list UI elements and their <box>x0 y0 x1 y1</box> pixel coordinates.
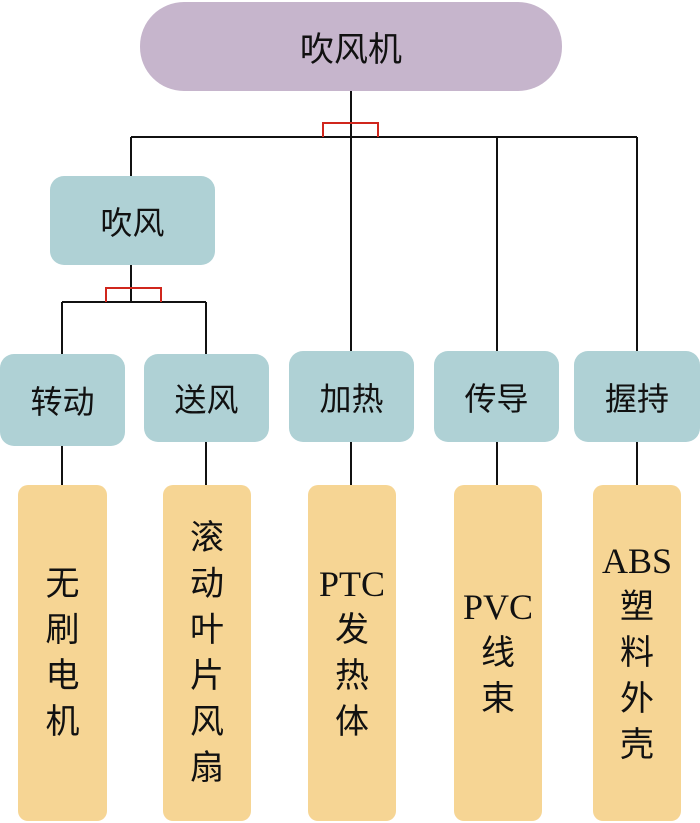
function-node-heat: 加热 <box>289 351 414 442</box>
component-char: 片 <box>190 656 224 696</box>
component-char: 叶 <box>190 610 224 650</box>
component-char: 无 <box>45 564 80 604</box>
component-char: 体 <box>335 702 369 742</box>
component-char: 束 <box>481 679 515 719</box>
component-node-fan: 滚 动 叶 片 风 扇 <box>163 485 251 821</box>
root-node: 吹风机 <box>140 2 562 91</box>
component-node-motor: 无 刷 电 机 <box>18 485 107 821</box>
and-marker-root <box>322 122 379 137</box>
component-char: 热 <box>335 656 369 696</box>
function-label-blow: 吹风 <box>100 203 165 242</box>
function-label-conduct: 传导 <box>464 379 529 418</box>
function-label-supply: 送风 <box>174 381 239 419</box>
component-char: 外 <box>620 679 654 719</box>
component-char: 滚 <box>190 518 224 558</box>
component-char: 机 <box>45 702 80 742</box>
component-char: 发 <box>335 610 369 650</box>
function-node-blow: 吹风 <box>50 176 215 265</box>
component-char: 扇 <box>190 748 224 788</box>
component-char: 风 <box>190 702 224 742</box>
component-char: PTC <box>318 564 386 604</box>
root-label: 吹风机 <box>300 30 402 70</box>
component-char: 壳 <box>620 725 654 765</box>
component-char: 线 <box>481 633 515 673</box>
function-label-rotate: 转动 <box>30 383 95 421</box>
function-node-rotate: 转动 <box>0 354 125 446</box>
component-node-harness: PVC 线 束 <box>454 485 542 821</box>
component-char: PVC <box>462 587 534 627</box>
component-node-shell: ABS 塑 料 外 壳 <box>593 485 681 821</box>
component-char: 电 <box>45 656 80 696</box>
and-marker-blow <box>105 287 162 302</box>
function-label-heat: 加热 <box>319 379 384 418</box>
component-char: 塑 <box>620 587 654 627</box>
component-char: ABS <box>601 541 673 581</box>
function-node-grip: 握持 <box>574 351 700 442</box>
function-node-conduct: 传导 <box>434 351 559 442</box>
function-node-supply: 送风 <box>144 354 269 442</box>
function-label-grip: 握持 <box>604 379 669 418</box>
component-char: 动 <box>190 564 224 604</box>
component-char: 刷 <box>45 610 80 650</box>
component-char: 料 <box>620 633 654 673</box>
component-node-heater: PTC 发 热 体 <box>308 485 396 821</box>
